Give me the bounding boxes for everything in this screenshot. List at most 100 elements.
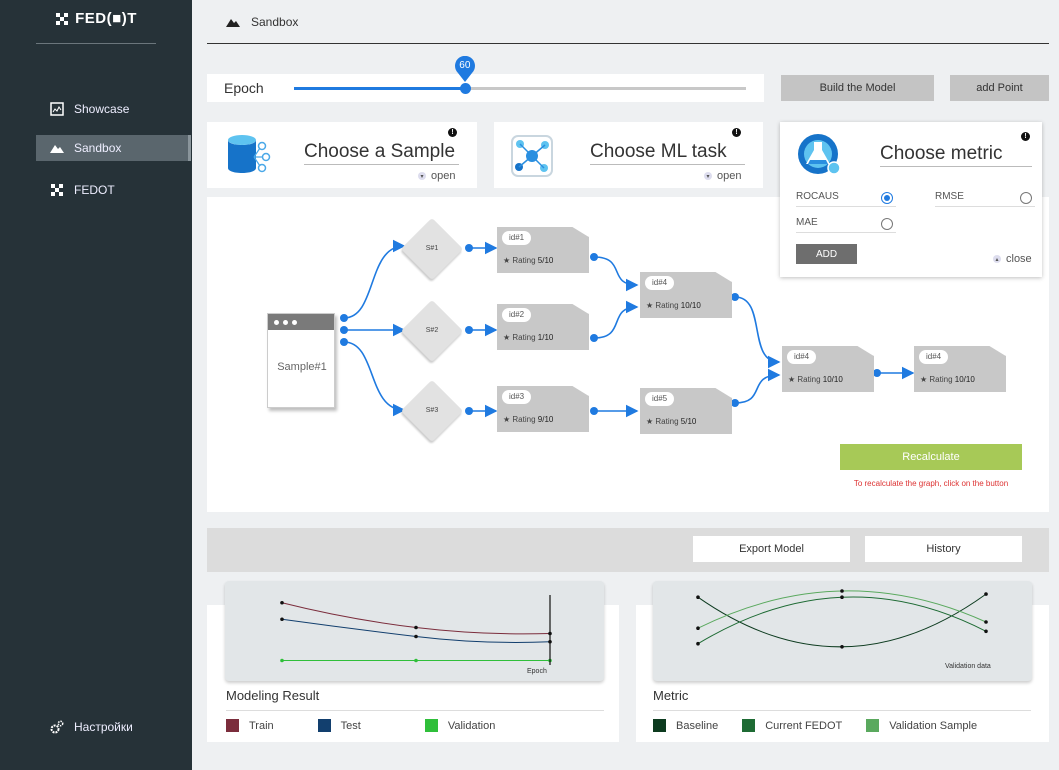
add-metric-button[interactable]: ADD: [796, 244, 857, 264]
ml-network-icon: [511, 135, 553, 177]
sample-card-toggle[interactable]: ▾ open: [418, 170, 455, 182]
model-node[interactable]: id#5 ★ Rating 5/10: [640, 388, 732, 434]
sidebar-item-showcase[interactable]: Showcase: [36, 96, 191, 122]
info-icon[interactable]: !: [448, 128, 457, 137]
model-node-rating: ★ Rating 10/10: [788, 375, 843, 384]
epoch-panel: Epoch 60: [207, 55, 764, 102]
axis-label: Validation data: [945, 663, 991, 670]
metric-radio-rocaus[interactable]: [881, 192, 893, 204]
model-node-id: id#1: [502, 231, 532, 245]
sidebar-item-settings[interactable]: Настройки: [36, 714, 191, 740]
metric-option-rocaus[interactable]: ROCAUS: [796, 191, 896, 207]
metric-plot: [696, 589, 988, 649]
graph-connections: [340, 239, 915, 418]
metric-card: Choose metric ! ROCAUS RMSE MAE ADD ▴ cl…: [780, 122, 1042, 277]
sidebar-item-fedot[interactable]: FEDOT: [36, 177, 191, 203]
data-point: [840, 645, 844, 649]
data-point: [696, 626, 700, 630]
modeling-result-title: Modeling Result: [226, 688, 320, 703]
legend-label: Train: [249, 719, 274, 732]
legend-label: Current FEDOT: [765, 719, 843, 732]
metric-option-mae[interactable]: MAE: [796, 217, 896, 233]
divider: [226, 710, 604, 711]
split-node-label: S#1: [425, 245, 439, 252]
sample-card-title[interactable]: Choose a Sample: [304, 141, 459, 165]
model-node[interactable]: id#1 ★ Rating 5/10: [497, 227, 589, 273]
star-icon: ★: [646, 301, 654, 310]
model-node-rating: ★ Rating 1/10: [503, 333, 553, 342]
toggle-label: open: [431, 170, 456, 182]
logo-text: FED(■)T: [75, 10, 137, 27]
model-node-id: id#4: [645, 276, 675, 290]
rating-value: 5/10: [537, 256, 554, 265]
legend-item-current-fedot: Current FEDOT: [742, 719, 842, 732]
metric-option-label: MAE: [796, 217, 818, 228]
model-node[interactable]: id#2 ★ Rating 1/10: [497, 304, 589, 350]
legend-label: Test: [340, 719, 361, 732]
legend-swatch: [317, 719, 331, 732]
rating-value: 10/10: [954, 375, 975, 384]
data-point: [696, 595, 700, 599]
fedot-logo-icon: [51, 184, 63, 196]
metric-radio-rmse[interactable]: [1020, 192, 1032, 204]
model-node-id: id#3: [502, 390, 532, 404]
breadcrumb: Sandbox: [207, 0, 1049, 44]
star-icon: ★: [503, 256, 511, 265]
legend-swatch: [866, 719, 880, 732]
model-node[interactable]: id#4 ★ Rating 10/10: [914, 346, 1006, 392]
star-icon: ★: [503, 415, 511, 424]
data-point: [280, 600, 284, 605]
add-point-button[interactable]: add Point: [950, 75, 1049, 101]
metric-chart: Validation data: [653, 581, 1032, 681]
legend-swatch: [424, 719, 438, 732]
star-icon: ★: [646, 417, 654, 426]
chevron-up-icon: ▴: [993, 255, 1001, 263]
sample-node[interactable]: Sample#1: [267, 313, 335, 408]
recalculate-button[interactable]: Recalculate: [840, 444, 1022, 470]
sidebar: FED(■)T Showcase Sandbox FEDOT Настройки: [0, 0, 192, 770]
metric-legend: Baseline Current FEDOT Validation Sample: [653, 719, 1001, 732]
legend-item-validation-sample: Validation Sample: [866, 719, 977, 732]
data-point: [984, 629, 988, 634]
metric-card-toggle[interactable]: ▴ close: [993, 253, 1032, 265]
model-node-id: id#4: [787, 350, 817, 364]
star-icon: ★: [788, 375, 796, 384]
toggle-label: close: [1006, 253, 1032, 265]
toggle-label: open: [717, 170, 742, 182]
model-node[interactable]: id#4 ★ Rating 10/10: [782, 346, 874, 392]
ml-task-card-title[interactable]: Choose ML task: [590, 141, 745, 165]
chevron-down-icon: ▾: [704, 172, 712, 180]
legend-item-test: Test: [317, 719, 361, 732]
model-node-id: id#4: [919, 350, 949, 364]
legend-item-baseline: Baseline: [653, 719, 718, 732]
epoch-slider[interactable]: 60: [294, 55, 746, 94]
modeling-result-plot: [280, 595, 552, 665]
data-point: [414, 634, 418, 639]
model-node[interactable]: id#4 ★ Rating 10/10: [640, 272, 732, 318]
ml-task-card-toggle[interactable]: ▾ open: [704, 170, 741, 182]
metric-chart-title: Metric: [653, 688, 689, 703]
sidebar-item-sandbox[interactable]: Sandbox: [36, 135, 191, 161]
chart-icon: [50, 102, 64, 116]
model-node[interactable]: id#3 ★ Rating 9/10: [497, 386, 589, 432]
series-line-baseline: [697, 593, 987, 648]
rating-label: Rating: [655, 301, 679, 310]
metric-radio-mae[interactable]: [881, 218, 893, 230]
fedot-logo-icon: [56, 13, 69, 25]
build-model-button[interactable]: Build the Model: [781, 75, 934, 101]
metric-card-title[interactable]: Choose metric: [880, 143, 1032, 167]
star-icon: ★: [503, 333, 511, 342]
model-node-rating: ★ Rating 5/10: [503, 256, 553, 265]
modeling-result-legend: Train Test Validation: [226, 719, 519, 732]
data-point: [696, 641, 700, 646]
legend-label: Validation: [447, 719, 496, 732]
info-icon[interactable]: !: [732, 128, 741, 137]
legend-item-train: Train: [226, 719, 274, 732]
epoch-slider-handle[interactable]: [459, 83, 471, 94]
app-logo[interactable]: FED(■)T: [36, 10, 156, 44]
info-icon[interactable]: !: [1021, 132, 1030, 141]
metric-option-rmse[interactable]: RMSE: [935, 191, 1035, 207]
data-point: [984, 620, 988, 624]
export-model-button[interactable]: Export Model: [693, 536, 850, 562]
history-button[interactable]: History: [865, 536, 1022, 562]
